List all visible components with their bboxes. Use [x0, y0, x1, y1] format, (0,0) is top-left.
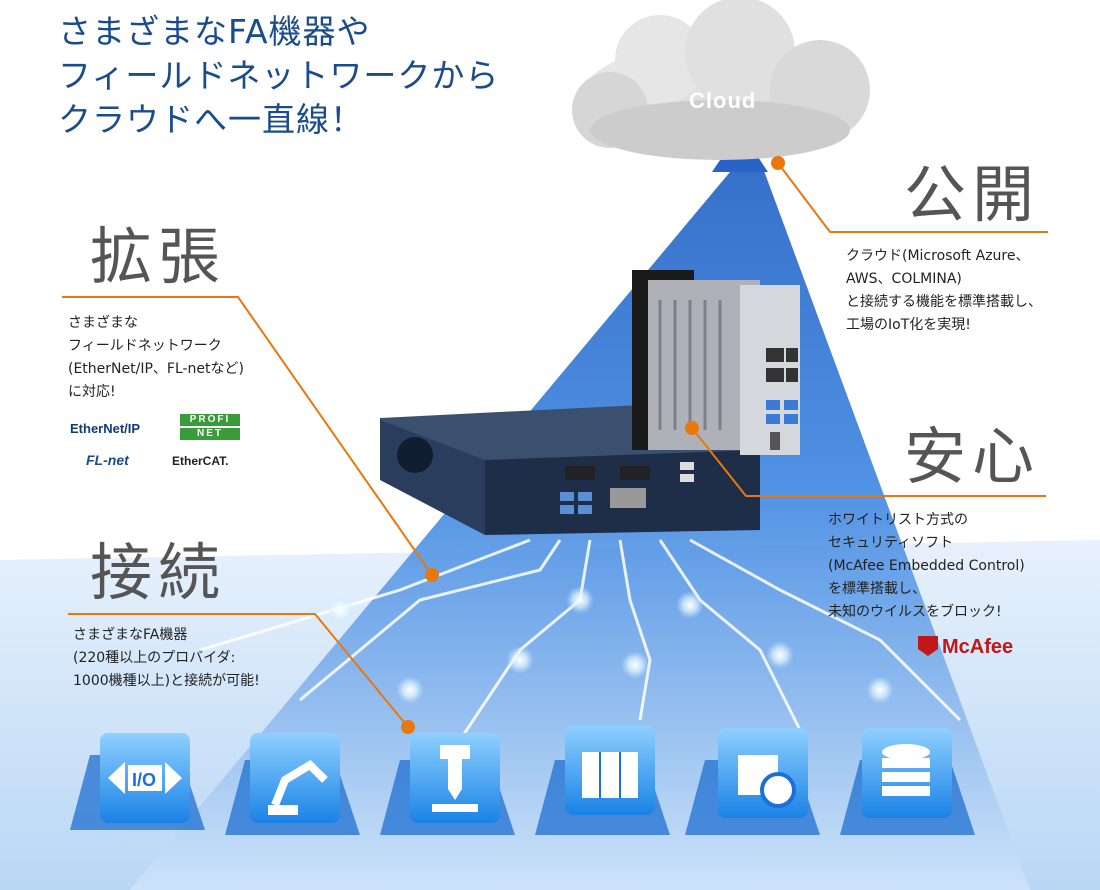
safe-line: ホワイトリスト方式の	[828, 512, 968, 528]
publish-line: AWS、COLMINA)	[846, 271, 962, 287]
publish-title: 公開	[904, 158, 1041, 231]
trace-nodes	[326, 586, 894, 704]
expand-line: (EtherNet/IP、FL-netなど)	[68, 361, 244, 377]
circuit-traces	[199, 538, 962, 741]
safe-line: セキュリティソフト	[828, 535, 954, 551]
embedded-pc-box	[380, 405, 760, 535]
din-rail-controller	[632, 270, 800, 455]
publish-line: 工場のIoT化を実現!	[846, 317, 971, 333]
connect-description: さまざまなFA機器 (220種以上のプロバイダ: 1000機種以上)と接続が可能…	[73, 624, 260, 693]
expand-line: フィールドネットワーク	[68, 338, 222, 354]
headline-line-2: フィールドネットワークから	[58, 56, 500, 95]
control-cabinet-icon	[535, 725, 670, 835]
database-icon	[840, 728, 975, 835]
publish-line: と接続する機能を標準搭載し、	[846, 294, 1042, 310]
connect-line: 1000機種以上)と接続が可能!	[73, 673, 260, 689]
safe-title: 安心	[904, 420, 1041, 493]
svg-text:I/O: I/O	[132, 770, 156, 790]
headline-line-3: クラウドへ一直線！	[58, 100, 364, 139]
machine-tool-icon	[380, 733, 515, 835]
connect-title: 接続	[90, 536, 227, 609]
expand-description: さまざまな フィールドネットワーク (EtherNet/IP、FL-netなど)…	[68, 312, 244, 404]
expand-line: に対応!	[68, 384, 116, 400]
mcafee-shield-icon	[918, 636, 938, 656]
mcafee-logo: McAfee	[918, 636, 1013, 659]
publish-description: クラウド(Microsoft Azure、 AWS、COLMINA) と接続する…	[846, 245, 1042, 337]
leader-dots	[401, 156, 785, 734]
safe-line: (McAfee Embedded Control)	[828, 558, 1025, 574]
cloud-icon	[572, 0, 870, 160]
cloud-label: Cloud	[689, 88, 757, 113]
flnet-logo: FL-net	[86, 452, 129, 468]
mcafee-logo-text: McAfee	[942, 636, 1014, 658]
ethernetip-logo: EtherNet/IP	[70, 421, 141, 436]
connect-line: (220種以上のプロバイダ:	[73, 650, 236, 666]
headline: さまざまなFA機器や フィールドネットワークから クラウドへ一直線！	[58, 10, 499, 142]
profinet-logo-top: PROFI	[180, 414, 240, 426]
safe-line: 未知のウイルスをブロック!	[828, 604, 1002, 620]
safe-line: を標準搭載し、	[828, 581, 926, 597]
safe-description: ホワイトリスト方式の セキュリティソフト (McAfee Embedded Co…	[828, 509, 1025, 624]
profinet-logo-bottom: NET	[180, 428, 240, 440]
publish-line: クラウド(Microsoft Azure、	[846, 248, 1030, 264]
connect-line: さまざまなFA機器	[73, 627, 188, 643]
headline-line-1: さまざまなFA機器や	[58, 12, 371, 51]
leader-lines	[62, 162, 1048, 728]
expand-title: 拡張	[90, 220, 227, 293]
camera-icon	[685, 728, 820, 835]
io-converter-icon: I/O	[70, 733, 205, 830]
profinet-logo: PROFI NET	[180, 414, 240, 440]
device-tiles: I/O	[70, 725, 975, 835]
ethercat-logo: EtherCAT.	[172, 454, 229, 468]
expand-line: さまざまな	[68, 315, 138, 331]
robot-arm-icon	[225, 733, 360, 835]
